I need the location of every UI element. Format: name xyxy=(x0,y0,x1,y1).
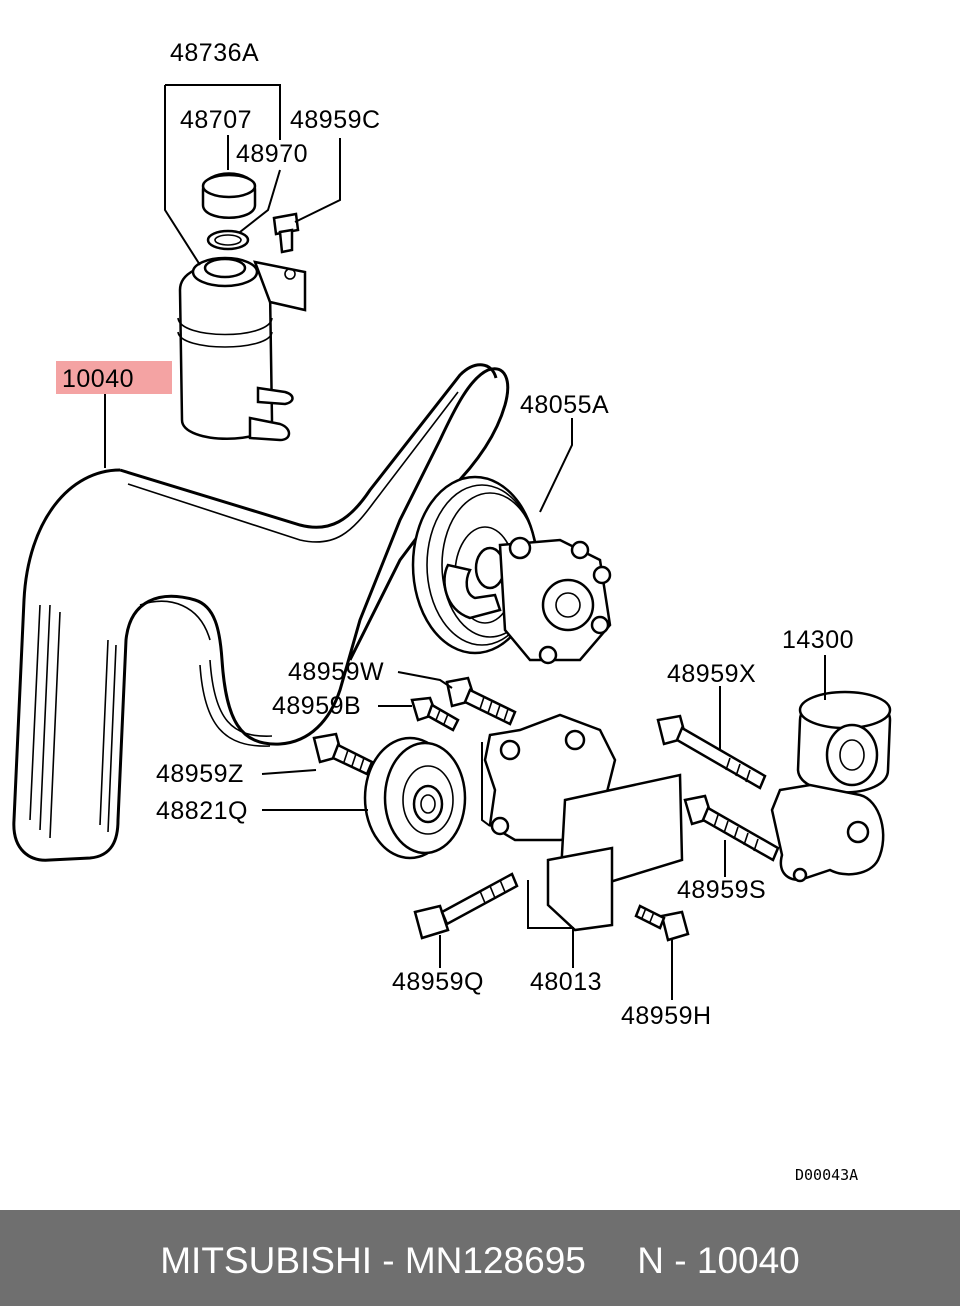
callout-48959Q: 48959Q xyxy=(392,968,484,996)
callout-48959C: 48959C xyxy=(290,106,381,134)
bolt-48959B xyxy=(410,696,460,732)
bolt-48959Q xyxy=(413,872,519,940)
callout-48959X: 48959X xyxy=(667,660,756,688)
footer-bar: MITSUBISHI - MN128695 N - 10040 xyxy=(0,1210,960,1306)
callout-48736A: 48736A xyxy=(170,39,259,67)
callout-48959W: 48959W xyxy=(288,658,384,686)
bolt-48959H xyxy=(634,904,690,942)
idler-pulley xyxy=(363,736,467,860)
reservoir-bolt xyxy=(272,212,300,254)
callout-10040: 10040 xyxy=(62,365,134,393)
bolt-48959X xyxy=(656,714,767,790)
callout-48970: 48970 xyxy=(236,140,308,168)
callout-48055A: 48055A xyxy=(520,391,609,419)
reservoir-cap xyxy=(201,172,257,219)
bolt-48959Z xyxy=(312,732,374,776)
reservoir-tank xyxy=(177,256,307,442)
callout-48959B: 48959B xyxy=(272,692,361,720)
callout-highlight xyxy=(56,361,172,394)
drive-belt xyxy=(12,363,510,862)
callout-48013: 48013 xyxy=(530,968,602,996)
callout-48707: 48707 xyxy=(180,106,252,134)
callout-48821Q: 48821Q xyxy=(156,797,248,825)
parts-diagram: 48736A 48707 48959C 48970 10040 48055A 1… xyxy=(12,39,892,1184)
bolt-48959S xyxy=(683,794,780,862)
auto-tensioner xyxy=(770,690,892,883)
leader-lines xyxy=(104,84,826,1000)
pump-bracket xyxy=(483,713,684,932)
drawing-code: D00043A xyxy=(795,1166,858,1184)
callout-48959S: 48959S xyxy=(677,876,766,904)
callout-48959H: 48959H xyxy=(621,1002,712,1030)
callout-14300: 14300 xyxy=(782,626,854,654)
callout-48959Z: 48959Z xyxy=(156,760,244,788)
callout-labels: 48736A 48707 48959C 48970 10040 48055A 1… xyxy=(62,39,854,1030)
footer-part-info: MITSUBISHI - MN128695 N - 10040 xyxy=(160,1240,800,1281)
bolt-48959W xyxy=(445,676,517,726)
o-ring xyxy=(206,229,250,251)
power-steering-pump xyxy=(411,475,612,665)
